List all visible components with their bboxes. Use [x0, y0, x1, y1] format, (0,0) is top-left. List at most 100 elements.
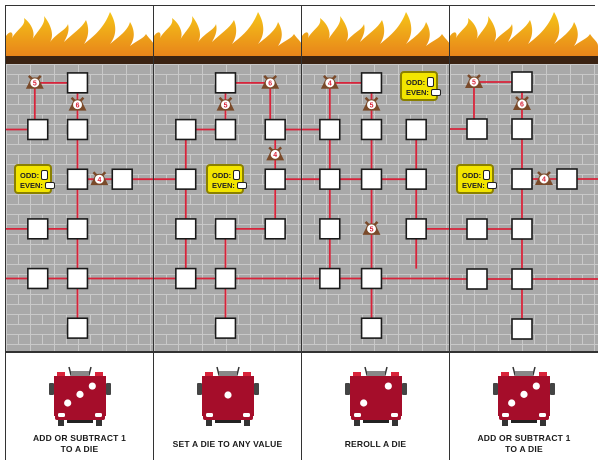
- window-box[interactable]: [214, 118, 237, 141]
- window-box[interactable]: [66, 72, 89, 94]
- path-network: 5 6 4: [450, 71, 598, 340]
- window-box[interactable]: [214, 218, 237, 240]
- window-box[interactable]: [66, 118, 89, 141]
- window-box[interactable]: [264, 218, 286, 240]
- window-box[interactable]: [405, 218, 427, 240]
- bell-value: 6: [268, 80, 272, 87]
- window-box[interactable]: [214, 317, 237, 339]
- die-pip: [64, 399, 72, 407]
- window-box[interactable]: [360, 118, 383, 141]
- odd-label: ODD:: [406, 77, 426, 87]
- window-box[interactable]: [511, 268, 533, 290]
- odd-even-badge: ODD: EVEN:: [206, 164, 247, 194]
- window-box[interactable]: [66, 168, 89, 190]
- action-label-line: ADD OR SUBTRACT 1: [477, 433, 571, 443]
- window-box[interactable]: [214, 267, 237, 290]
- horizontal-die-icon: [44, 182, 55, 189]
- odd-label: ODD:: [212, 170, 232, 180]
- fire-bell-icon: 5: [362, 96, 381, 111]
- divider: [154, 351, 301, 353]
- window-box[interactable]: [466, 268, 488, 290]
- window-box[interactable]: [319, 168, 341, 190]
- window-box[interactable]: [511, 168, 533, 190]
- fire-banner: [6, 6, 153, 56]
- even-label: EVEN:: [406, 88, 429, 97]
- window-box[interactable]: [466, 218, 488, 240]
- odd-even-badge: ODD: EVEN:: [456, 164, 497, 194]
- bell-value: 4: [542, 177, 546, 184]
- odd-label: ODD:: [20, 170, 40, 180]
- odd-even-badge: ODD: EVEN:: [400, 71, 441, 101]
- fire-banner: [302, 6, 449, 56]
- window-box[interactable]: [466, 118, 488, 140]
- window-box[interactable]: [319, 267, 341, 290]
- bell-value: 5: [224, 102, 228, 109]
- window-box[interactable]: [511, 218, 533, 240]
- window-box[interactable]: [319, 118, 341, 141]
- fire-truck-die-icon: [493, 366, 555, 426]
- window-box[interactable]: [175, 168, 197, 190]
- odd-label: ODD:: [462, 170, 482, 180]
- fire-bell-icon: 5: [25, 75, 44, 89]
- even-label: EVEN:: [212, 181, 235, 190]
- die-pip: [360, 399, 368, 407]
- fire-truck-die-icon: [345, 366, 407, 426]
- bell-value: 5: [370, 102, 374, 109]
- path-network: 5 6 4: [154, 72, 301, 339]
- window-box[interactable]: [360, 317, 383, 339]
- window-box[interactable]: [27, 218, 49, 240]
- window-box[interactable]: [511, 118, 533, 140]
- fire-bell-icon: 4: [90, 171, 109, 186]
- die-pip: [532, 382, 540, 390]
- bell-value: 5: [33, 80, 37, 87]
- die-pip: [224, 391, 232, 399]
- window-box[interactable]: [66, 317, 89, 339]
- path-network: 4 5 5: [302, 72, 449, 339]
- window-box[interactable]: [319, 218, 341, 240]
- fire-bell-icon: 4: [535, 171, 553, 185]
- roof-ledge: [154, 56, 301, 64]
- window-box[interactable]: [360, 168, 383, 190]
- action-label-line: REROLL A DIE: [344, 439, 407, 449]
- window-box[interactable]: [66, 218, 89, 240]
- window-box[interactable]: [360, 72, 383, 94]
- window-box[interactable]: [27, 267, 49, 290]
- fire-bell-icon: 5: [216, 96, 235, 111]
- window-box[interactable]: [264, 118, 286, 141]
- window-box[interactable]: [360, 267, 383, 290]
- window-box[interactable]: [556, 168, 578, 190]
- window-box[interactable]: [511, 318, 533, 340]
- bell-value: 5: [370, 226, 374, 233]
- window-box[interactable]: [175, 218, 197, 240]
- window-box[interactable]: [214, 72, 237, 94]
- window-box[interactable]: [175, 118, 197, 141]
- window-box[interactable]: [66, 267, 89, 290]
- window-box[interactable]: [111, 168, 133, 190]
- flames-icon: [302, 12, 449, 56]
- vertical-die-icon: [427, 77, 435, 87]
- horizontal-die-icon: [430, 89, 441, 96]
- fire-banner: [154, 6, 301, 56]
- action-label: REROLL A DIE: [302, 439, 449, 450]
- fire-bell-icon: 5: [362, 221, 381, 235]
- window-box[interactable]: [511, 71, 533, 93]
- path-network: 5 6 4: [6, 72, 153, 339]
- vertical-die-icon: [483, 170, 491, 180]
- even-label: EVEN:: [462, 181, 485, 190]
- action-label-line: ADD OR SUBTRACT 1: [32, 433, 127, 443]
- window-box[interactable]: [264, 168, 286, 190]
- bell-value: 4: [273, 152, 277, 159]
- window-box[interactable]: [405, 118, 427, 141]
- window-box[interactable]: [27, 118, 49, 141]
- fire-bell-icon: 6: [261, 75, 280, 89]
- window-box[interactable]: [405, 168, 427, 190]
- window-box[interactable]: [175, 267, 197, 290]
